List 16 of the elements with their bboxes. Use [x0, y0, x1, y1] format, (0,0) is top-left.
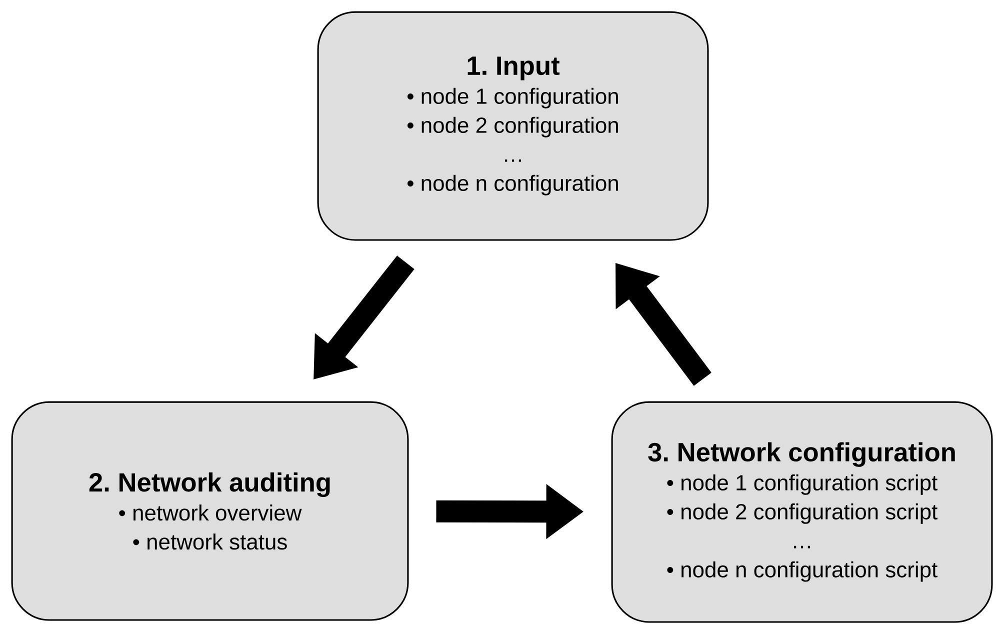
list-item: • node 1 configuration script	[667, 474, 938, 495]
list-item: • node 2 configuration script	[667, 503, 938, 524]
box-heading: 1. Input	[468, 56, 560, 80]
list-item: • node n configuration	[407, 174, 618, 196]
box-heading: 2. Network auditing	[89, 472, 330, 498]
process-box	[611, 401, 993, 623]
list-item: • network status	[133, 534, 287, 550]
list-item: • node 2 configuration	[407, 116, 618, 138]
process-box	[317, 11, 709, 241]
list-item: • node n configuration script	[667, 561, 938, 582]
list-item: …	[794, 546, 810, 548]
process-box	[11, 401, 409, 621]
list-item: • node 1 configuration	[407, 88, 618, 108]
box-heading: 3. Network configuration	[648, 442, 955, 467]
list-item: • network overview	[119, 504, 302, 521]
list-item: …	[505, 159, 521, 162]
